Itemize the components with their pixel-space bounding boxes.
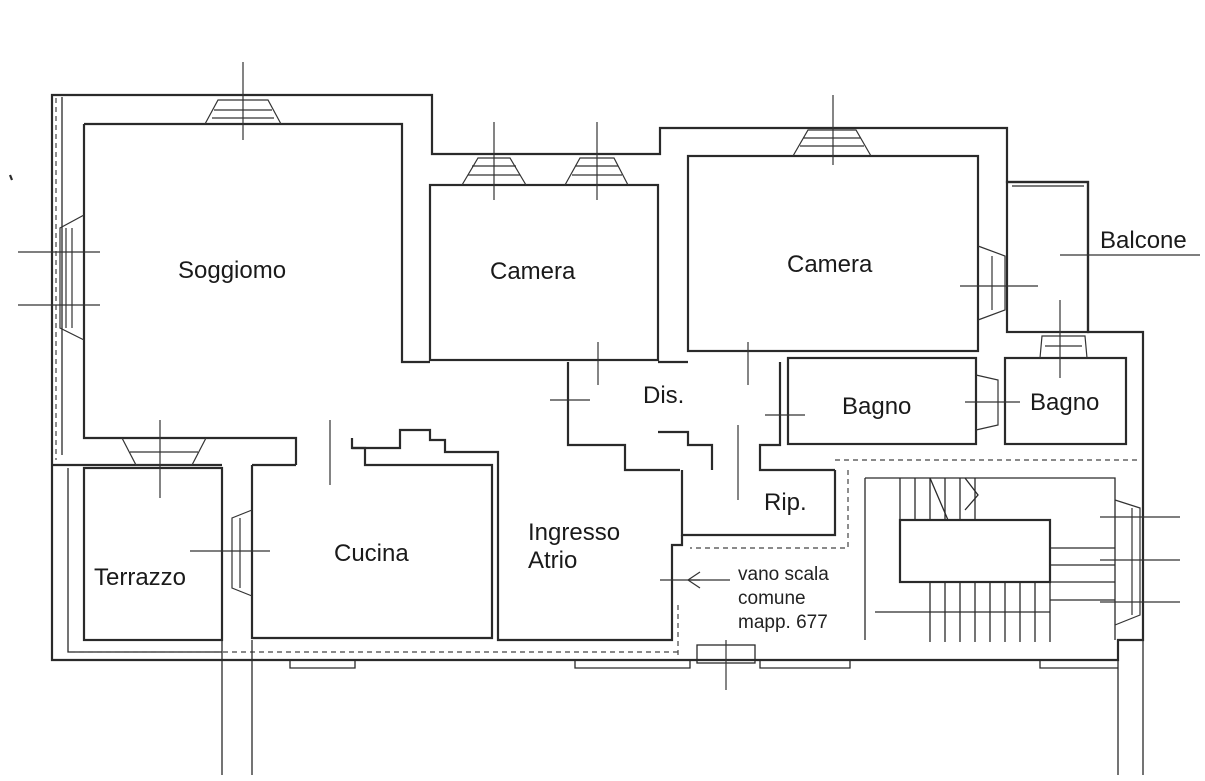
room-soggiorno-walls <box>52 124 298 467</box>
stair-note: vano scala comune mapp. 677 <box>738 564 829 633</box>
window-axes <box>18 62 1200 690</box>
label-ingresso: Ingresso <box>528 519 620 546</box>
room-terrazzo-walls <box>67 466 224 653</box>
tick-mark <box>8 174 14 181</box>
room-labels: Soggiomo Camera Camera Balcone Dis. Bagn… <box>94 227 1187 591</box>
note-stair-line-3: mapp. 677 <box>738 612 828 633</box>
label-disimpegno: Dis. <box>643 382 684 409</box>
room-bagno-1-walls <box>786 356 978 446</box>
stairwell <box>690 459 1140 642</box>
label-balcone: Balcone <box>1100 227 1187 254</box>
stair-arrow <box>686 571 730 589</box>
room-ingresso-walls <box>350 428 684 642</box>
label-ripostiglio: Rip. <box>764 489 807 516</box>
room-bagno-2-walls <box>1003 356 1128 446</box>
room-camera-1-walls <box>428 183 660 362</box>
room-ripostiglio-walls <box>680 470 837 537</box>
label-cucina: Cucina <box>334 540 409 567</box>
windows <box>59 99 1141 626</box>
bottom-dashed-line <box>55 98 680 655</box>
room-disimpegno-walls <box>566 360 835 472</box>
room-balcone-walls <box>1005 180 1090 334</box>
label-camera-1: Camera <box>490 258 576 285</box>
room-cucina-walls <box>250 446 494 640</box>
note-stair-line-1: vano scala <box>738 564 829 585</box>
label-bagno-2: Bagno <box>1030 389 1099 416</box>
lower-boundary <box>221 640 1144 775</box>
label-terrazzo: Terrazzo <box>94 564 186 591</box>
label-atrio: Atrio <box>528 547 577 574</box>
label-soggiorno: Soggiomo <box>178 257 286 284</box>
label-bagno-1: Bagno <box>842 393 911 420</box>
note-stair-line-2: comune <box>738 588 806 609</box>
label-camera-2: Camera <box>787 251 873 278</box>
